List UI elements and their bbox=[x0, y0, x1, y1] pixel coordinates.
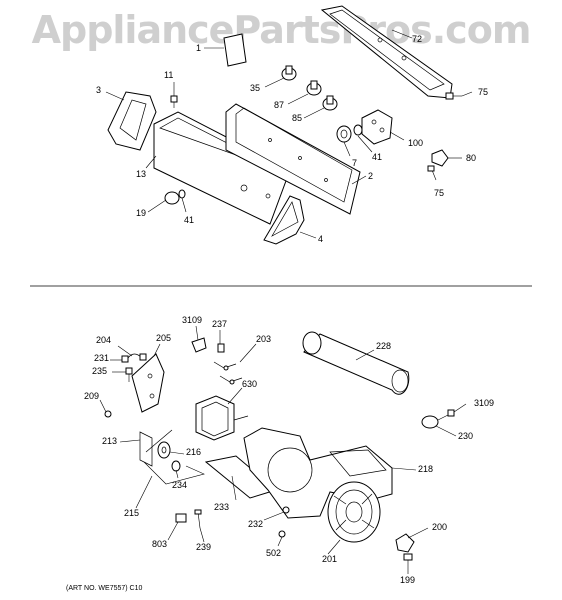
part-200-thermistor[interactable] bbox=[395, 533, 415, 553]
part-75-screw-top[interactable] bbox=[445, 92, 462, 100]
label-part-41-bottom: 41 bbox=[184, 215, 194, 225]
part-230-thermostat[interactable] bbox=[421, 413, 451, 429]
label-part-3: 3 bbox=[96, 85, 101, 95]
part-75-screw-bottom[interactable] bbox=[427, 165, 437, 181]
label-part-237: 237 bbox=[212, 319, 227, 329]
part-216-pulley[interactable] bbox=[157, 441, 171, 459]
part-231-screw[interactable] bbox=[121, 355, 129, 363]
part-41-bushing-small[interactable] bbox=[178, 189, 186, 199]
label-part-216: 216 bbox=[186, 447, 201, 457]
part-205-bracket[interactable] bbox=[131, 353, 165, 413]
label-part-13: 13 bbox=[136, 169, 146, 179]
part-72-rear-cover[interactable] bbox=[320, 5, 453, 99]
label-part-234: 234 bbox=[172, 480, 187, 490]
label-part-3109-left: 3109 bbox=[182, 315, 202, 325]
part-213-idler[interactable] bbox=[139, 429, 173, 467]
part-11-screw[interactable] bbox=[170, 95, 178, 108]
part-237-screw[interactable] bbox=[217, 343, 225, 353]
part-234-roller[interactable] bbox=[171, 460, 181, 472]
label-part-230: 230 bbox=[458, 431, 473, 441]
label-part-213: 213 bbox=[102, 436, 117, 446]
label-part-1: 1 bbox=[196, 43, 201, 53]
label-part-232: 232 bbox=[248, 519, 263, 529]
part-80-end-cap-right[interactable] bbox=[431, 149, 449, 167]
part-215-belt[interactable] bbox=[143, 461, 205, 485]
part-803-connector[interactable] bbox=[175, 513, 187, 523]
label-part-235: 235 bbox=[92, 366, 107, 376]
part-7-switch-knob[interactable] bbox=[336, 125, 352, 143]
label-part-630: 630 bbox=[242, 379, 257, 389]
part-4-end-cap[interactable] bbox=[263, 195, 305, 245]
part-199-screw[interactable] bbox=[403, 553, 413, 568]
label-part-215: 215 bbox=[124, 508, 139, 518]
part-19-knob-small[interactable] bbox=[164, 191, 180, 205]
part-203-clips[interactable] bbox=[213, 361, 243, 385]
part-228-duct[interactable] bbox=[302, 331, 410, 395]
bottom-leader-lines bbox=[99, 325, 467, 574]
label-part-75-bottom: 75 bbox=[434, 188, 444, 198]
label-part-203: 203 bbox=[256, 334, 271, 344]
label-part-502: 502 bbox=[266, 548, 281, 558]
label-part-209: 209 bbox=[84, 391, 99, 401]
label-part-19: 19 bbox=[136, 208, 146, 218]
label-part-80: 80 bbox=[466, 153, 476, 163]
bottom-assembly: 3109 237 203 204 205 228 231 235 630 209… bbox=[84, 315, 494, 585]
label-part-228: 228 bbox=[376, 341, 391, 351]
part-630-motor[interactable] bbox=[195, 395, 249, 441]
label-part-41-top: 41 bbox=[372, 152, 382, 162]
label-part-75-top: 75 bbox=[478, 87, 488, 97]
label-part-803: 803 bbox=[152, 539, 167, 549]
label-part-3109-right: 3109 bbox=[474, 398, 494, 408]
label-part-218: 218 bbox=[418, 464, 433, 474]
label-part-87: 87 bbox=[274, 100, 284, 110]
art-number: (ART NO. WE7557) C10 bbox=[66, 585, 142, 592]
label-part-100: 100 bbox=[408, 138, 423, 148]
part-209-screw[interactable] bbox=[104, 410, 112, 418]
part-87-knob[interactable] bbox=[306, 80, 322, 96]
label-part-4: 4 bbox=[318, 234, 323, 244]
part-235-screw[interactable] bbox=[125, 367, 133, 382]
label-part-85: 85 bbox=[292, 113, 302, 123]
part-3-end-cap[interactable] bbox=[107, 91, 157, 151]
part-100-switch[interactable] bbox=[361, 109, 393, 145]
label-part-200: 200 bbox=[432, 522, 447, 532]
label-part-233: 233 bbox=[214, 502, 229, 512]
part-85-knob[interactable] bbox=[322, 95, 338, 111]
part-35-knob[interactable] bbox=[281, 65, 297, 81]
part-239-screw[interactable] bbox=[194, 509, 202, 529]
part-204-clamp[interactable] bbox=[127, 353, 147, 361]
part-2-console-frame[interactable] bbox=[225, 103, 361, 215]
label-part-231: 231 bbox=[94, 353, 109, 363]
part-232-seal[interactable] bbox=[282, 506, 290, 514]
label-part-72: 72 bbox=[412, 34, 422, 44]
part-502-screw[interactable] bbox=[278, 530, 286, 538]
label-part-11: 11 bbox=[164, 70, 173, 80]
top-assembly: 1 72 3 11 35 87 85 75 100 7 41 80 75 13 … bbox=[96, 5, 488, 245]
part-41-bushing[interactable] bbox=[353, 124, 363, 136]
label-part-7: 7 bbox=[352, 158, 357, 168]
top-leader-lines bbox=[105, 29, 473, 239]
label-part-201: 201 bbox=[322, 554, 337, 564]
label-part-199: 199 bbox=[400, 575, 415, 585]
part-201-blower-wheel[interactable] bbox=[327, 481, 381, 543]
label-part-239: 239 bbox=[196, 542, 211, 552]
label-part-204: 204 bbox=[96, 335, 111, 345]
part-1-label-card[interactable] bbox=[223, 33, 247, 67]
label-part-205: 205 bbox=[156, 333, 171, 343]
label-part-35: 35 bbox=[250, 83, 260, 93]
part-3109-screw-right[interactable] bbox=[447, 409, 455, 417]
label-part-2: 2 bbox=[368, 171, 373, 181]
part-3109-clip-left[interactable] bbox=[191, 337, 207, 353]
